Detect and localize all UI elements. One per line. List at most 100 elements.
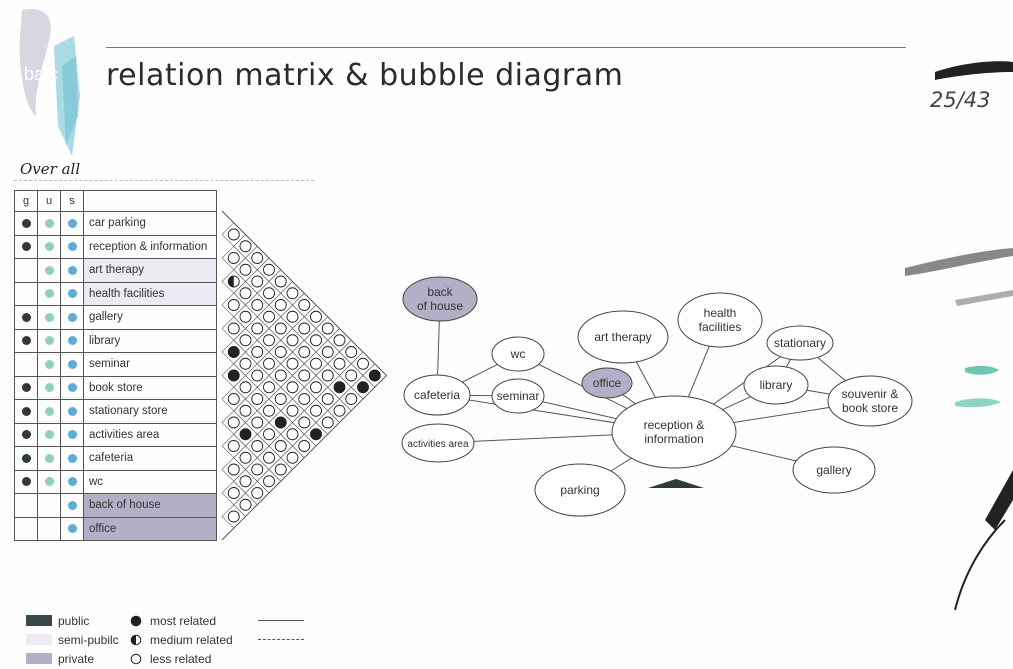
matrix-row-label: library bbox=[83, 328, 217, 353]
matrix-header-blank bbox=[83, 190, 217, 212]
matrix-row: back of house bbox=[14, 493, 217, 518]
bubble-reception: reception &information bbox=[611, 395, 737, 469]
matrix-row-label: back of house bbox=[83, 493, 217, 518]
bubble-gallery: gallery bbox=[792, 446, 876, 494]
user-dot-s bbox=[67, 524, 77, 534]
page-title: relation matrix & bubble diagram bbox=[106, 58, 624, 93]
open-circle-icon bbox=[130, 653, 142, 664]
matrix-row-label: wc bbox=[83, 469, 217, 494]
user-dot-s bbox=[67, 359, 77, 369]
bubble-label: parking bbox=[560, 483, 599, 497]
user-dot-g bbox=[21, 453, 31, 463]
relation-cell bbox=[303, 422, 329, 447]
user-dot-u bbox=[44, 453, 54, 463]
legend-swatch bbox=[26, 634, 52, 645]
legend-relation-label: less related bbox=[150, 651, 212, 666]
legend-zone-label: private bbox=[58, 651, 95, 666]
matrix-cell-g bbox=[14, 446, 38, 471]
title-rule bbox=[106, 47, 906, 48]
matrix-row: reception & information bbox=[14, 234, 217, 259]
matrix-row: stationary store bbox=[14, 399, 217, 424]
matrix-cell-u bbox=[37, 493, 61, 518]
matrix-cell-u bbox=[37, 375, 61, 400]
relation-cell bbox=[221, 504, 246, 529]
logo: batc bbox=[19, 9, 80, 156]
legend: public semi-pubilc private bbox=[26, 611, 119, 668]
matrix-row-label: stationary store bbox=[83, 399, 217, 424]
matrix-row: wc bbox=[14, 469, 217, 494]
bubble-label: office bbox=[593, 376, 622, 390]
matrix-cell-g bbox=[14, 422, 38, 447]
relation-cell bbox=[303, 328, 329, 353]
bubble-label: library bbox=[760, 378, 793, 392]
bubble-label: reception & bbox=[644, 418, 705, 432]
matrix-row: health facilities bbox=[14, 281, 217, 306]
matrix-row-label: book store bbox=[83, 375, 217, 400]
entrance-marker-icon bbox=[648, 479, 704, 488]
user-dot-u bbox=[44, 336, 54, 346]
matrix-cell-g bbox=[14, 493, 38, 518]
user-dot-s bbox=[67, 218, 77, 228]
half-circle-icon bbox=[130, 634, 142, 645]
bubble-label: stationary bbox=[774, 336, 826, 350]
user-dot-s bbox=[67, 383, 77, 393]
matrix-cell-s bbox=[60, 281, 84, 306]
matrix-row: library bbox=[14, 328, 217, 353]
legend-zone-item: private bbox=[26, 649, 119, 668]
user-dot-g bbox=[21, 383, 31, 393]
user-dot-u bbox=[44, 312, 54, 322]
matrix-cell-s bbox=[60, 234, 84, 259]
matrix-cell-s bbox=[60, 305, 84, 330]
user-dot-g bbox=[21, 430, 31, 440]
user-dot-s bbox=[67, 500, 77, 510]
user-dot-u bbox=[44, 289, 54, 299]
legend-swatch bbox=[26, 615, 52, 626]
matrix-row: office bbox=[14, 516, 217, 541]
bubble-library: library bbox=[743, 365, 809, 405]
bubble-label: back bbox=[427, 285, 453, 299]
user-dot-s bbox=[67, 453, 77, 463]
relation-cell bbox=[350, 375, 376, 400]
matrix-cell-u bbox=[37, 352, 61, 377]
matrix-cell-g bbox=[14, 516, 38, 541]
logo-text: batc bbox=[24, 64, 58, 84]
user-dot-u bbox=[44, 359, 54, 369]
user-dot-u bbox=[44, 430, 54, 440]
bubble-parking: parking bbox=[534, 463, 626, 517]
relation-cell bbox=[280, 445, 305, 470]
matrix-row: activities area bbox=[14, 422, 217, 447]
bubble-label: wc bbox=[510, 347, 526, 361]
matrix-row: gallery bbox=[14, 305, 217, 330]
matrix-row-label: reception & information bbox=[83, 234, 217, 259]
matrix-cell-u bbox=[37, 258, 61, 283]
user-dot-g bbox=[21, 336, 31, 346]
bubble-label: book store bbox=[842, 401, 898, 415]
relation-cell bbox=[339, 386, 364, 412]
user-dot-s bbox=[67, 265, 77, 275]
matrix-row-label: art therapy bbox=[83, 258, 217, 283]
matrix-cell-u bbox=[37, 281, 61, 306]
legend-relation-item: most related bbox=[130, 611, 304, 630]
legend-zone-label: semi-pubilc bbox=[58, 632, 119, 647]
filled-circle-icon bbox=[130, 615, 142, 626]
user-dot-s bbox=[67, 477, 77, 487]
matrix-cell-u bbox=[37, 399, 61, 424]
matrix-row-label: health facilities bbox=[83, 281, 217, 306]
matrix-row-label: activities area bbox=[83, 422, 217, 447]
bubble-label: activities area bbox=[407, 439, 469, 450]
legend-swatch bbox=[26, 653, 52, 664]
legend-zone-item: semi-pubilc bbox=[26, 630, 119, 649]
matrix-row: book store bbox=[14, 375, 217, 400]
user-dot-g bbox=[21, 242, 31, 252]
bubble-label: art therapy bbox=[594, 330, 651, 344]
relation-cell bbox=[268, 457, 293, 482]
matrix-cell-s bbox=[60, 446, 84, 471]
legend-zone-label: public bbox=[58, 613, 90, 628]
matrix-row: cafeteria bbox=[14, 446, 217, 471]
bubble-label: gallery bbox=[816, 463, 851, 477]
bubble-activities: activities area bbox=[401, 423, 475, 463]
user-dot-s bbox=[67, 430, 77, 440]
